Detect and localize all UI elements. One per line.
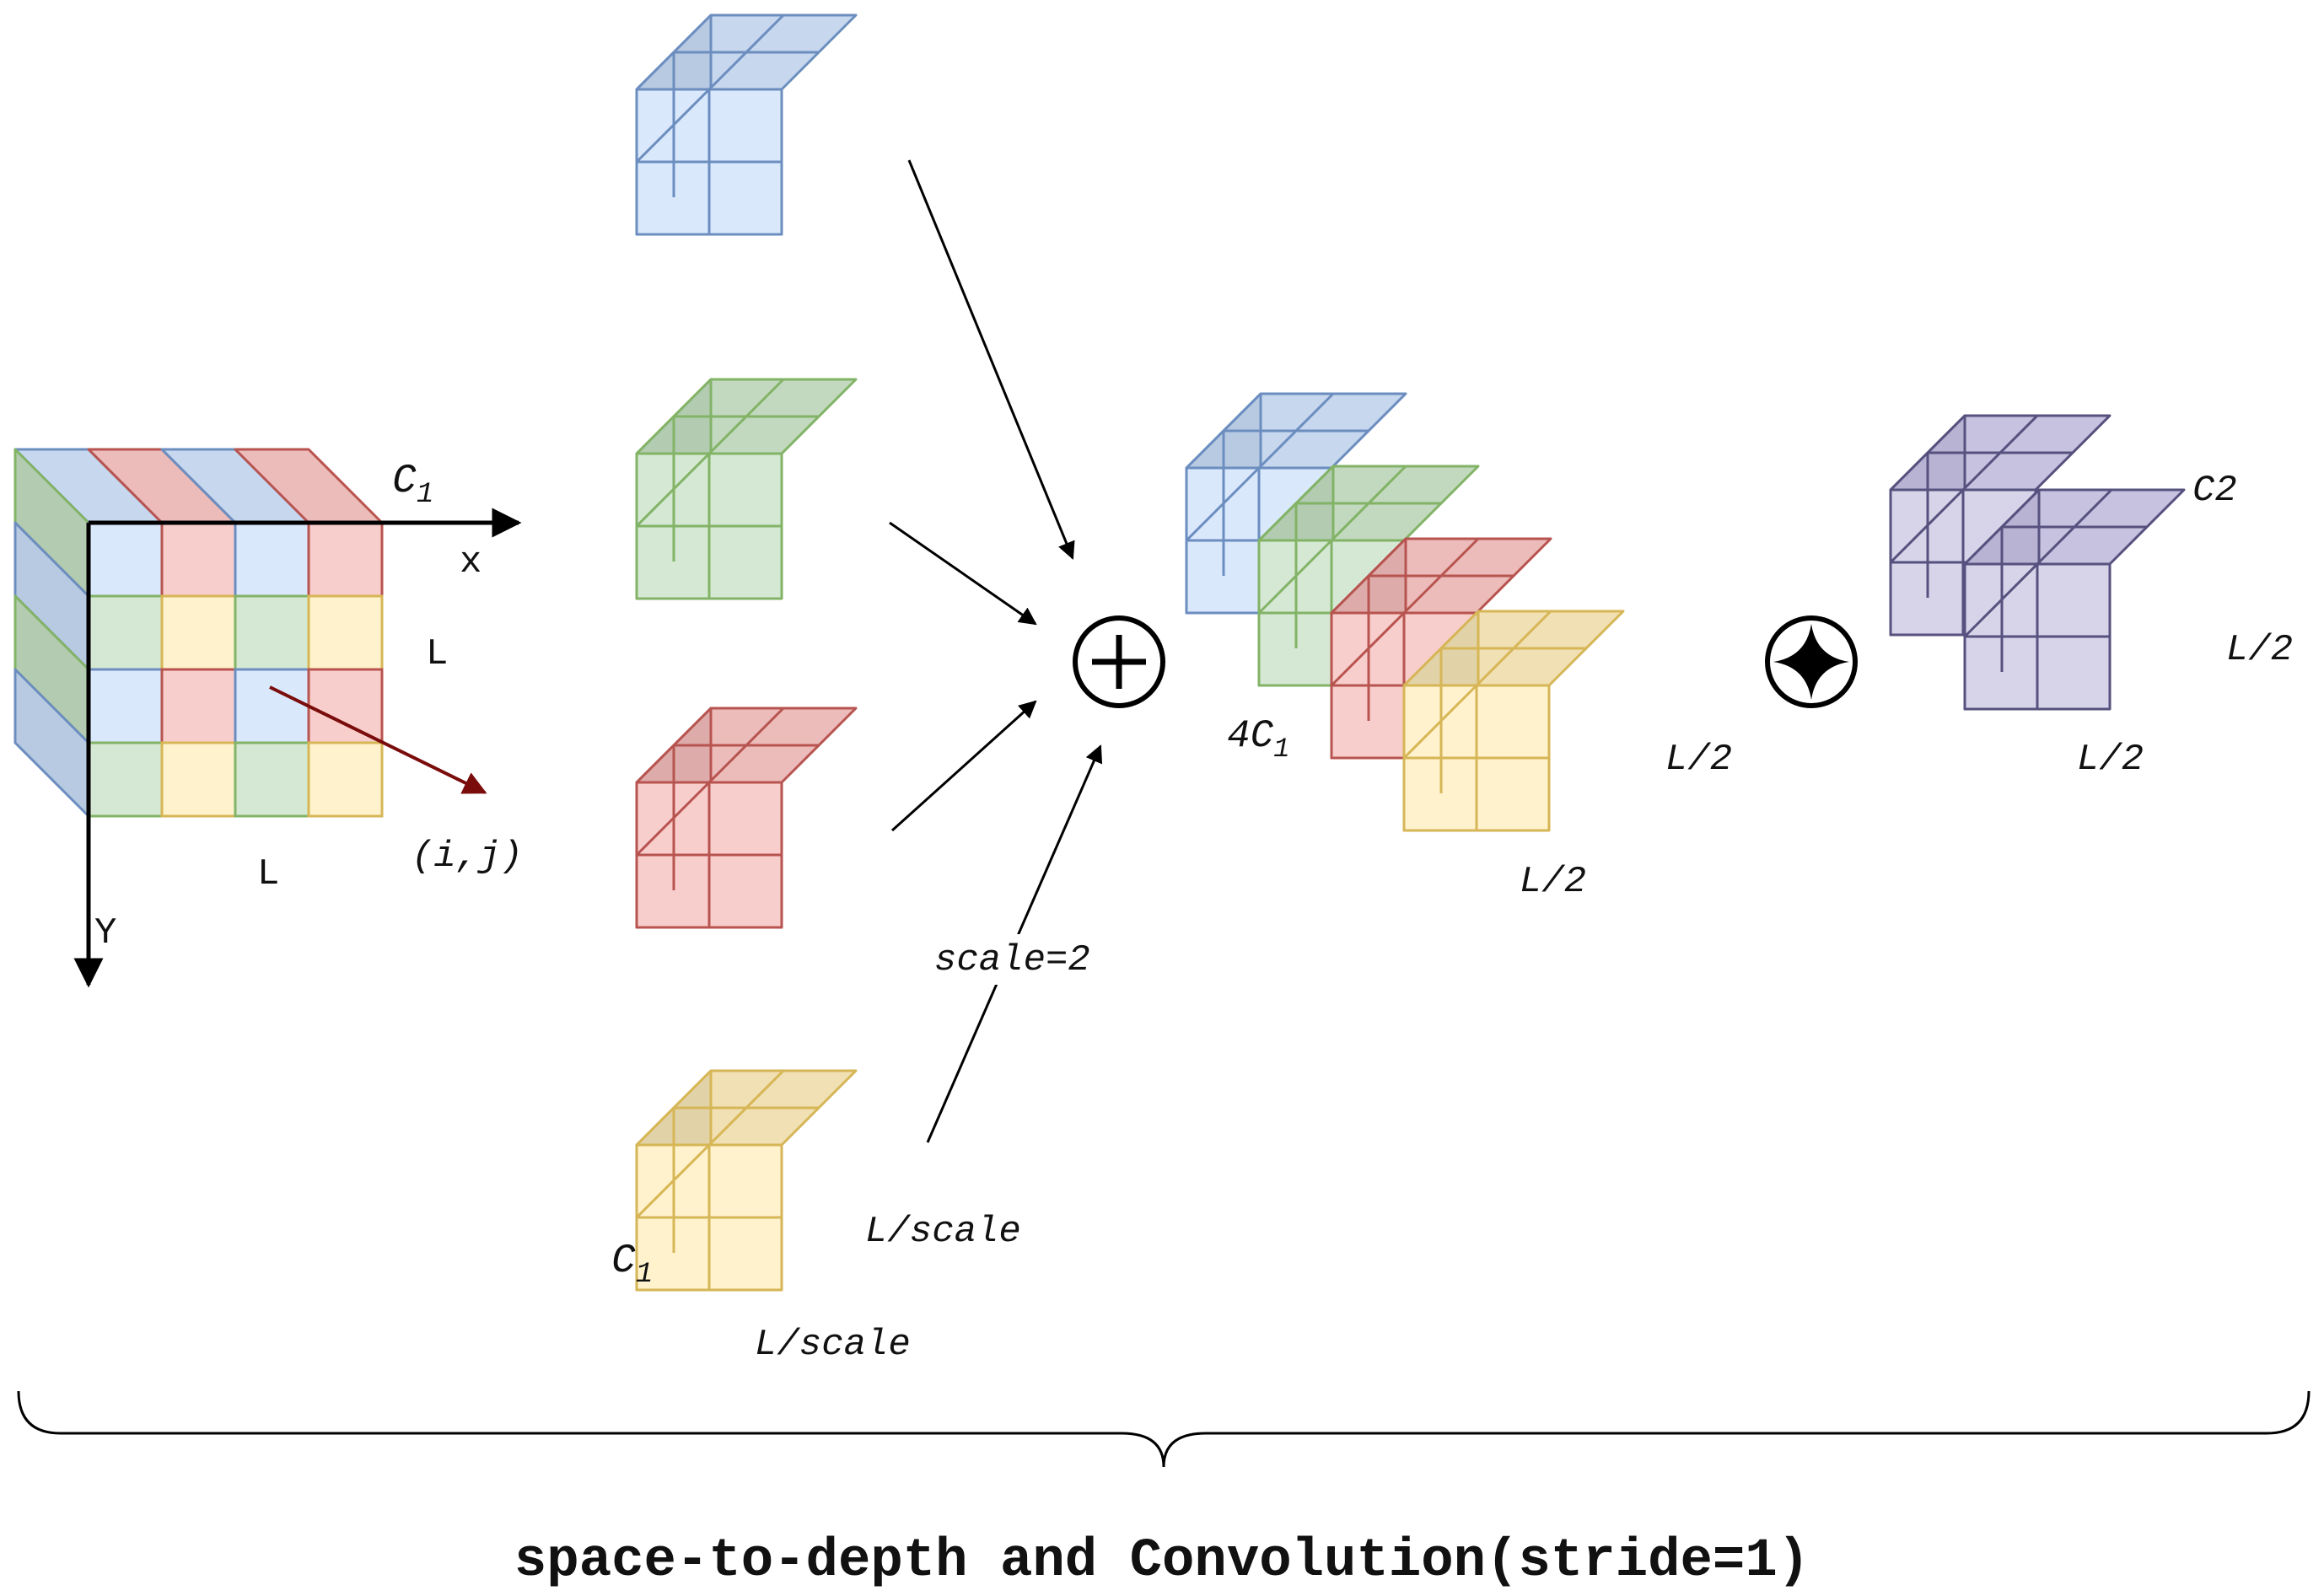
concat-channel-label: 4C1 <box>1227 714 1289 765</box>
input-front-cell <box>87 741 164 818</box>
sub-size-right-bg <box>862 1204 1089 1255</box>
input-channel-label: C1 <box>392 459 433 511</box>
concat-arrows <box>889 159 1103 1143</box>
concat-operator <box>1073 615 1165 708</box>
input-front-cell <box>307 594 384 671</box>
input-front-cell <box>160 521 237 598</box>
input-front-cell <box>234 594 310 671</box>
input-front-cell <box>87 594 164 671</box>
output-labels: C2 L/2 L/2 <box>2077 470 2293 781</box>
sub-channel-label: C1 <box>611 1239 653 1291</box>
pixel-coordinate-label: (i,j) <box>412 836 523 878</box>
pixel-pointer-arrow <box>269 685 487 794</box>
input-labels: C1 x L L Y (i,j) <box>94 459 523 954</box>
concat-width-label: L/2 <box>1520 861 1586 903</box>
input-axes <box>73 508 522 988</box>
blue-to-concat-arrow <box>907 159 1075 560</box>
scale-label-bg <box>928 934 1164 985</box>
sub-size-right-label: L/scale <box>865 1211 1021 1253</box>
input-front-cell <box>87 668 164 744</box>
scale-label: scale=2 <box>934 939 1090 981</box>
input-front-cell <box>234 668 310 744</box>
input-front-cell <box>87 521 164 598</box>
conv-star-icon <box>1773 624 1849 700</box>
input-feature-map <box>13 448 384 818</box>
sub-size-bottom-label: L/scale <box>755 1324 911 1366</box>
output-feature-map <box>1889 414 2186 711</box>
output-height-label: L/2 <box>2226 629 2293 671</box>
red-to-concat-arrow <box>890 700 1037 832</box>
input-front-cell <box>160 668 237 744</box>
concat-height-label: L/2 <box>1665 739 1732 781</box>
grouping-brace <box>17 1390 2311 1468</box>
input-front-cell <box>160 741 237 818</box>
input-front-cell <box>160 594 237 671</box>
input-front-cell <box>234 521 310 598</box>
sub-labels: scale=2 L/scale L/scale C1 <box>611 934 1164 1366</box>
green-to-concat-arrow <box>889 521 1037 626</box>
input-height-label: L <box>426 633 448 675</box>
output-channel-label: C2 <box>2192 470 2237 512</box>
sub-feature-maps <box>635 13 858 1292</box>
input-front-cell <box>307 521 384 598</box>
y-axis-label: Y <box>94 912 116 954</box>
input-front-cell <box>234 741 310 818</box>
diagram-caption: space-to-depth and Convolution(stride=1) <box>514 1531 1810 1592</box>
convolution-operator <box>1765 615 1858 708</box>
concatenated-feature-map <box>1185 392 1625 832</box>
output-width-label: L/2 <box>2077 739 2144 781</box>
input-width-label: L <box>257 853 279 895</box>
concat-labels: 4C1 L/2 L/2 <box>1227 714 1732 903</box>
input-front-cell <box>307 741 384 818</box>
x-axis-label: x <box>460 541 481 583</box>
input-front-cell <box>307 668 384 744</box>
